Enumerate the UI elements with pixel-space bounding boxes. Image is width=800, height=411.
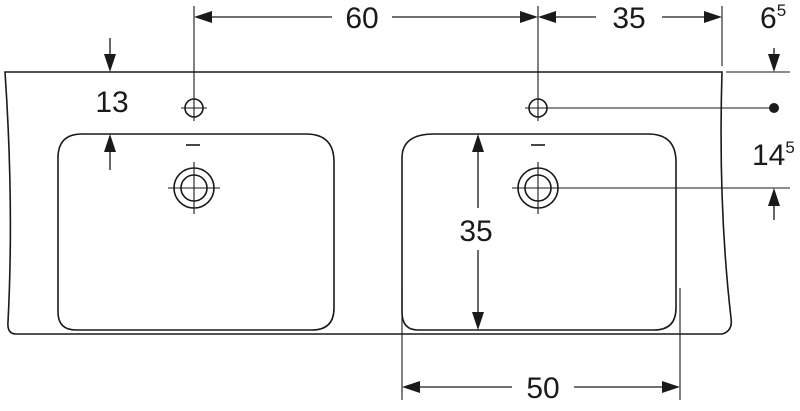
dimension-tap-spacing: 60: [194, 2, 538, 35]
basin-right: [401, 133, 677, 331]
drain-right: [512, 162, 564, 214]
tap-hole-right: [525, 95, 551, 121]
dimension-tap-to-drain-label: 145: [752, 138, 795, 172]
dimension-basin-setback: 13: [95, 38, 129, 170]
dimension-tap-from-back-label: 65: [760, 1, 786, 35]
dimension-basin-depth-label: 35: [459, 215, 492, 248]
dimension-basin-width-label: 50: [526, 372, 559, 405]
dimension-tap-from-back: 65: [760, 1, 786, 72]
dimension-basin-width: 50: [402, 372, 680, 405]
tap-axis-marker: [769, 103, 779, 113]
basin-left: [57, 133, 335, 331]
countertop-outline: [4, 71, 733, 335]
dimension-basin-depth: 35: [459, 134, 493, 330]
dimension-tap-to-drain: 145: [752, 138, 795, 220]
dimension-tap-spacing-label: 60: [345, 2, 378, 35]
dimension-basin-setback-label: 13: [95, 86, 128, 119]
dimension-tap-to-edge: 35: [538, 2, 722, 35]
dimension-tap-to-edge-label: 35: [612, 2, 645, 35]
drain-left: [168, 162, 220, 214]
tap-hole-left: [181, 95, 207, 121]
